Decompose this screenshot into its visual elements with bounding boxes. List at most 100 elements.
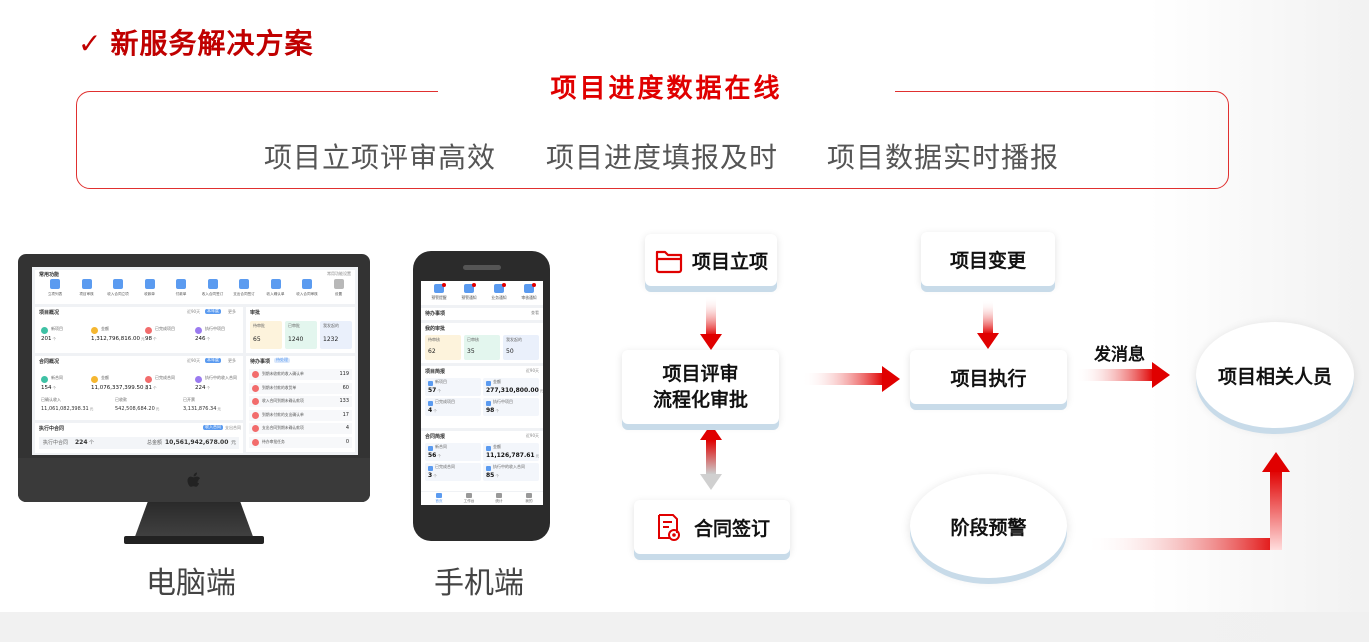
shortcut-label: 收入合同立项 (107, 292, 129, 296)
arrow-review-contract (700, 424, 722, 490)
mobile-stat-icon (486, 466, 491, 471)
mobile-top-icon[interactable]: 审核通知 (515, 283, 543, 304)
stat-value-row: 11,076,337,399.50元 (91, 385, 148, 392)
monitor-stand (133, 502, 255, 542)
mobile-tab[interactable]: 统计 (485, 493, 513, 505)
stat-label: 已完成项目 (155, 326, 175, 331)
more-link[interactable]: 更多 (228, 358, 236, 363)
expense-contract-tab[interactable]: 支出合同 (225, 425, 241, 430)
mobile-stat-unit: 个 (437, 389, 441, 393)
approval-tile-label: 已审批 (288, 323, 300, 328)
shortcut-label: 设置 (334, 292, 343, 296)
year-button[interactable]: 本年度 (205, 308, 221, 314)
shortcut-item[interactable]: 付款单 (167, 279, 195, 303)
shortcut-icon (333, 279, 344, 289)
tab-icon (436, 493, 442, 498)
node-project-people: 项目相关人员 (1196, 322, 1354, 428)
shortcut-item[interactable]: 设置 (325, 279, 353, 303)
shortcut-item[interactable]: 收入合同签订 (199, 279, 227, 303)
project-overview-title: 项目概况 (39, 310, 60, 316)
stat-value: 224 (195, 385, 206, 391)
shortcut-item[interactable]: 收款单 (136, 279, 164, 303)
amount-unit: 元 (217, 407, 221, 411)
node-project-review: 项目评审 流程化审批 (622, 350, 779, 424)
mobile-tabbar: 首页工作台统计我的 (421, 492, 543, 505)
mobile-top-icon[interactable]: 业务通知 (485, 283, 513, 304)
stat-label: 执行中的收入合同 (205, 375, 237, 380)
mobile-stat-icon (486, 381, 491, 386)
shortcut-label: 支出合同签订 (233, 292, 255, 296)
mobile-approval-title: 我的审批 (425, 326, 446, 332)
more-link[interactable]: 更多 (228, 309, 236, 314)
period-tag[interactable]: 近90天 (187, 309, 201, 314)
mobile-tab[interactable]: 首页 (425, 493, 453, 505)
shortcut-item[interactable]: 收入合同审核 (293, 279, 321, 303)
exec-count-label: 执行中合同 (43, 440, 69, 446)
year-button[interactable]: 本年度 (205, 357, 221, 363)
todo-label: 支出合同到期未确认款项 (262, 425, 304, 430)
mobile-stat-value: 4 (428, 407, 433, 414)
exec-count: 224 (75, 439, 88, 446)
shortcut-item[interactable]: 立项列表 (41, 279, 69, 303)
todo-dot-icon (252, 438, 259, 446)
mobile-tab[interactable]: 工作台 (455, 493, 483, 505)
shortcut-item[interactable]: 支出合同签订 (230, 279, 258, 303)
shortcut-icon (302, 279, 312, 289)
stat-dot (91, 376, 98, 383)
mobile-stat-icon (486, 401, 491, 406)
todo-count: 119 (339, 371, 349, 377)
mobile-todo-more[interactable]: 查看 (531, 310, 539, 315)
mobile-approval-value: 50 (506, 348, 514, 355)
stat-unit: 个 (206, 337, 211, 341)
mobile-top-icon[interactable]: 预警提醒 (425, 283, 453, 304)
period-tag[interactable]: 近90天 (187, 358, 201, 363)
shortcut-label: 项目审核 (79, 292, 94, 296)
mobile-period[interactable]: 近90天 (525, 433, 539, 438)
stat-dot (145, 376, 152, 383)
income-contract-tab[interactable]: 收入合同 (203, 424, 223, 430)
shortcut-item[interactable]: 项目审核 (73, 279, 101, 303)
stat-label: 金额 (101, 375, 109, 380)
shortcut-item[interactable]: 收入合同立项 (104, 279, 132, 303)
stat-value: 98 (145, 336, 152, 342)
stat-label: 新项目 (51, 326, 63, 331)
node-change-label: 项目变更 (949, 249, 1026, 272)
mobile-stat-label: 执行中的收入合同 (493, 464, 525, 469)
mobile-tab[interactable]: 我的 (515, 493, 543, 505)
settings-link[interactable]: 常用功能设置 (327, 271, 351, 276)
pc-label: 电脑端 (146, 566, 236, 601)
tab-icon (526, 493, 532, 498)
phone-speaker (463, 265, 501, 270)
amount-label: 已收款 (115, 397, 127, 402)
mobile-todo-row[interactable]: 待办事项 查看 (421, 308, 543, 320)
node-review-line1: 项目评审 (662, 363, 739, 385)
mobile-approval-value: 62 (428, 348, 436, 355)
mobile-stat-value-row: 3个 (428, 472, 437, 479)
desktop-screen: 常用功能 常用功能设置 立项列表项目审核收入合同立项收款单付款单收入合同签订支出… (32, 267, 358, 455)
exec-count-unit: 个 (89, 440, 95, 446)
feature-banner: 项目进度数据在线 (438, 66, 895, 112)
shortcut-icon (50, 279, 60, 289)
mobile-top-icon[interactable]: 预警通知 (455, 283, 483, 304)
shortcut-item[interactable]: 收入确认单 (262, 279, 290, 303)
mobile-period[interactable]: 近90天 (525, 368, 539, 373)
shortcut-icon (239, 279, 249, 289)
